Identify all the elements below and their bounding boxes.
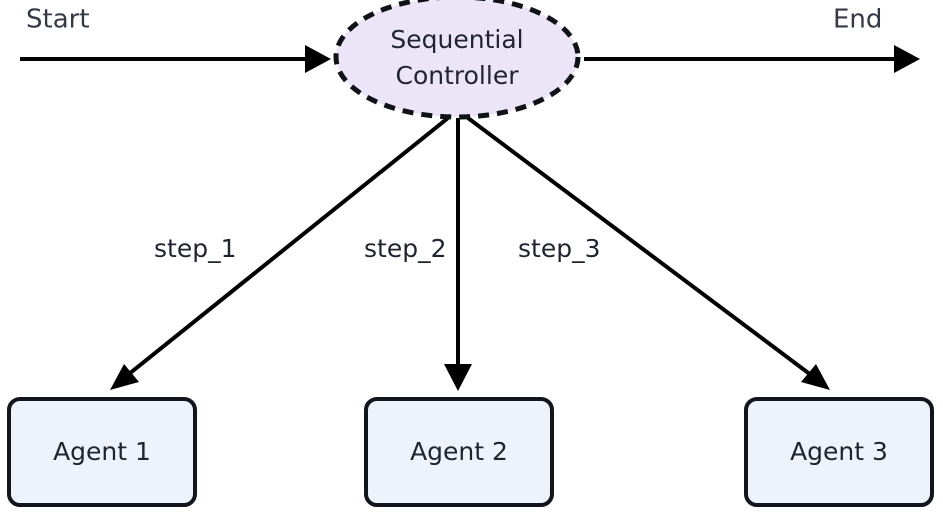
edge-label-step-2: step_2 bbox=[364, 234, 446, 263]
edge-step-1 bbox=[110, 116, 450, 390]
end-label: End bbox=[833, 5, 882, 35]
controller-label-line-1: Sequential bbox=[390, 25, 523, 54]
edge-step-1-line bbox=[122, 116, 450, 380]
edge-step-3-line bbox=[466, 116, 817, 380]
edge-step-2 bbox=[444, 118, 472, 391]
start-arrow bbox=[20, 45, 331, 73]
end-arrow-head-icon bbox=[894, 45, 920, 73]
agent-2-box-shape[interactable] bbox=[364, 397, 554, 507]
agent-1-label: Agent 1 bbox=[53, 437, 151, 466]
agent-1-box-shape[interactable] bbox=[7, 397, 197, 507]
end-arrow bbox=[584, 45, 920, 73]
edge-step-2-arrow-head-icon bbox=[444, 364, 472, 391]
node-agent-2[interactable]: Agent 2 bbox=[364, 397, 554, 507]
node-agent-1[interactable]: Agent 1 bbox=[7, 397, 197, 507]
edge-step-1-arrow-head-icon bbox=[110, 364, 139, 390]
node-sequential-controller[interactable]: Sequential Controller bbox=[333, 0, 581, 120]
edge-label-step-3: step_3 bbox=[518, 234, 600, 263]
agent-3-label: Agent 3 bbox=[790, 437, 888, 466]
edge-step-3 bbox=[466, 116, 830, 390]
edge-label-step-1: step_1 bbox=[154, 234, 236, 263]
start-arrow-head-icon bbox=[305, 45, 331, 73]
agent-3-box-shape[interactable] bbox=[744, 397, 934, 507]
start-label: Start bbox=[26, 5, 90, 35]
edge-step-3-arrow-head-icon bbox=[801, 364, 830, 390]
controller-label-line-2: Controller bbox=[396, 61, 520, 90]
node-agent-3[interactable]: Agent 3 bbox=[744, 397, 934, 507]
controller-ellipse-shape[interactable] bbox=[333, 0, 581, 120]
agent-2-label: Agent 2 bbox=[410, 437, 508, 466]
